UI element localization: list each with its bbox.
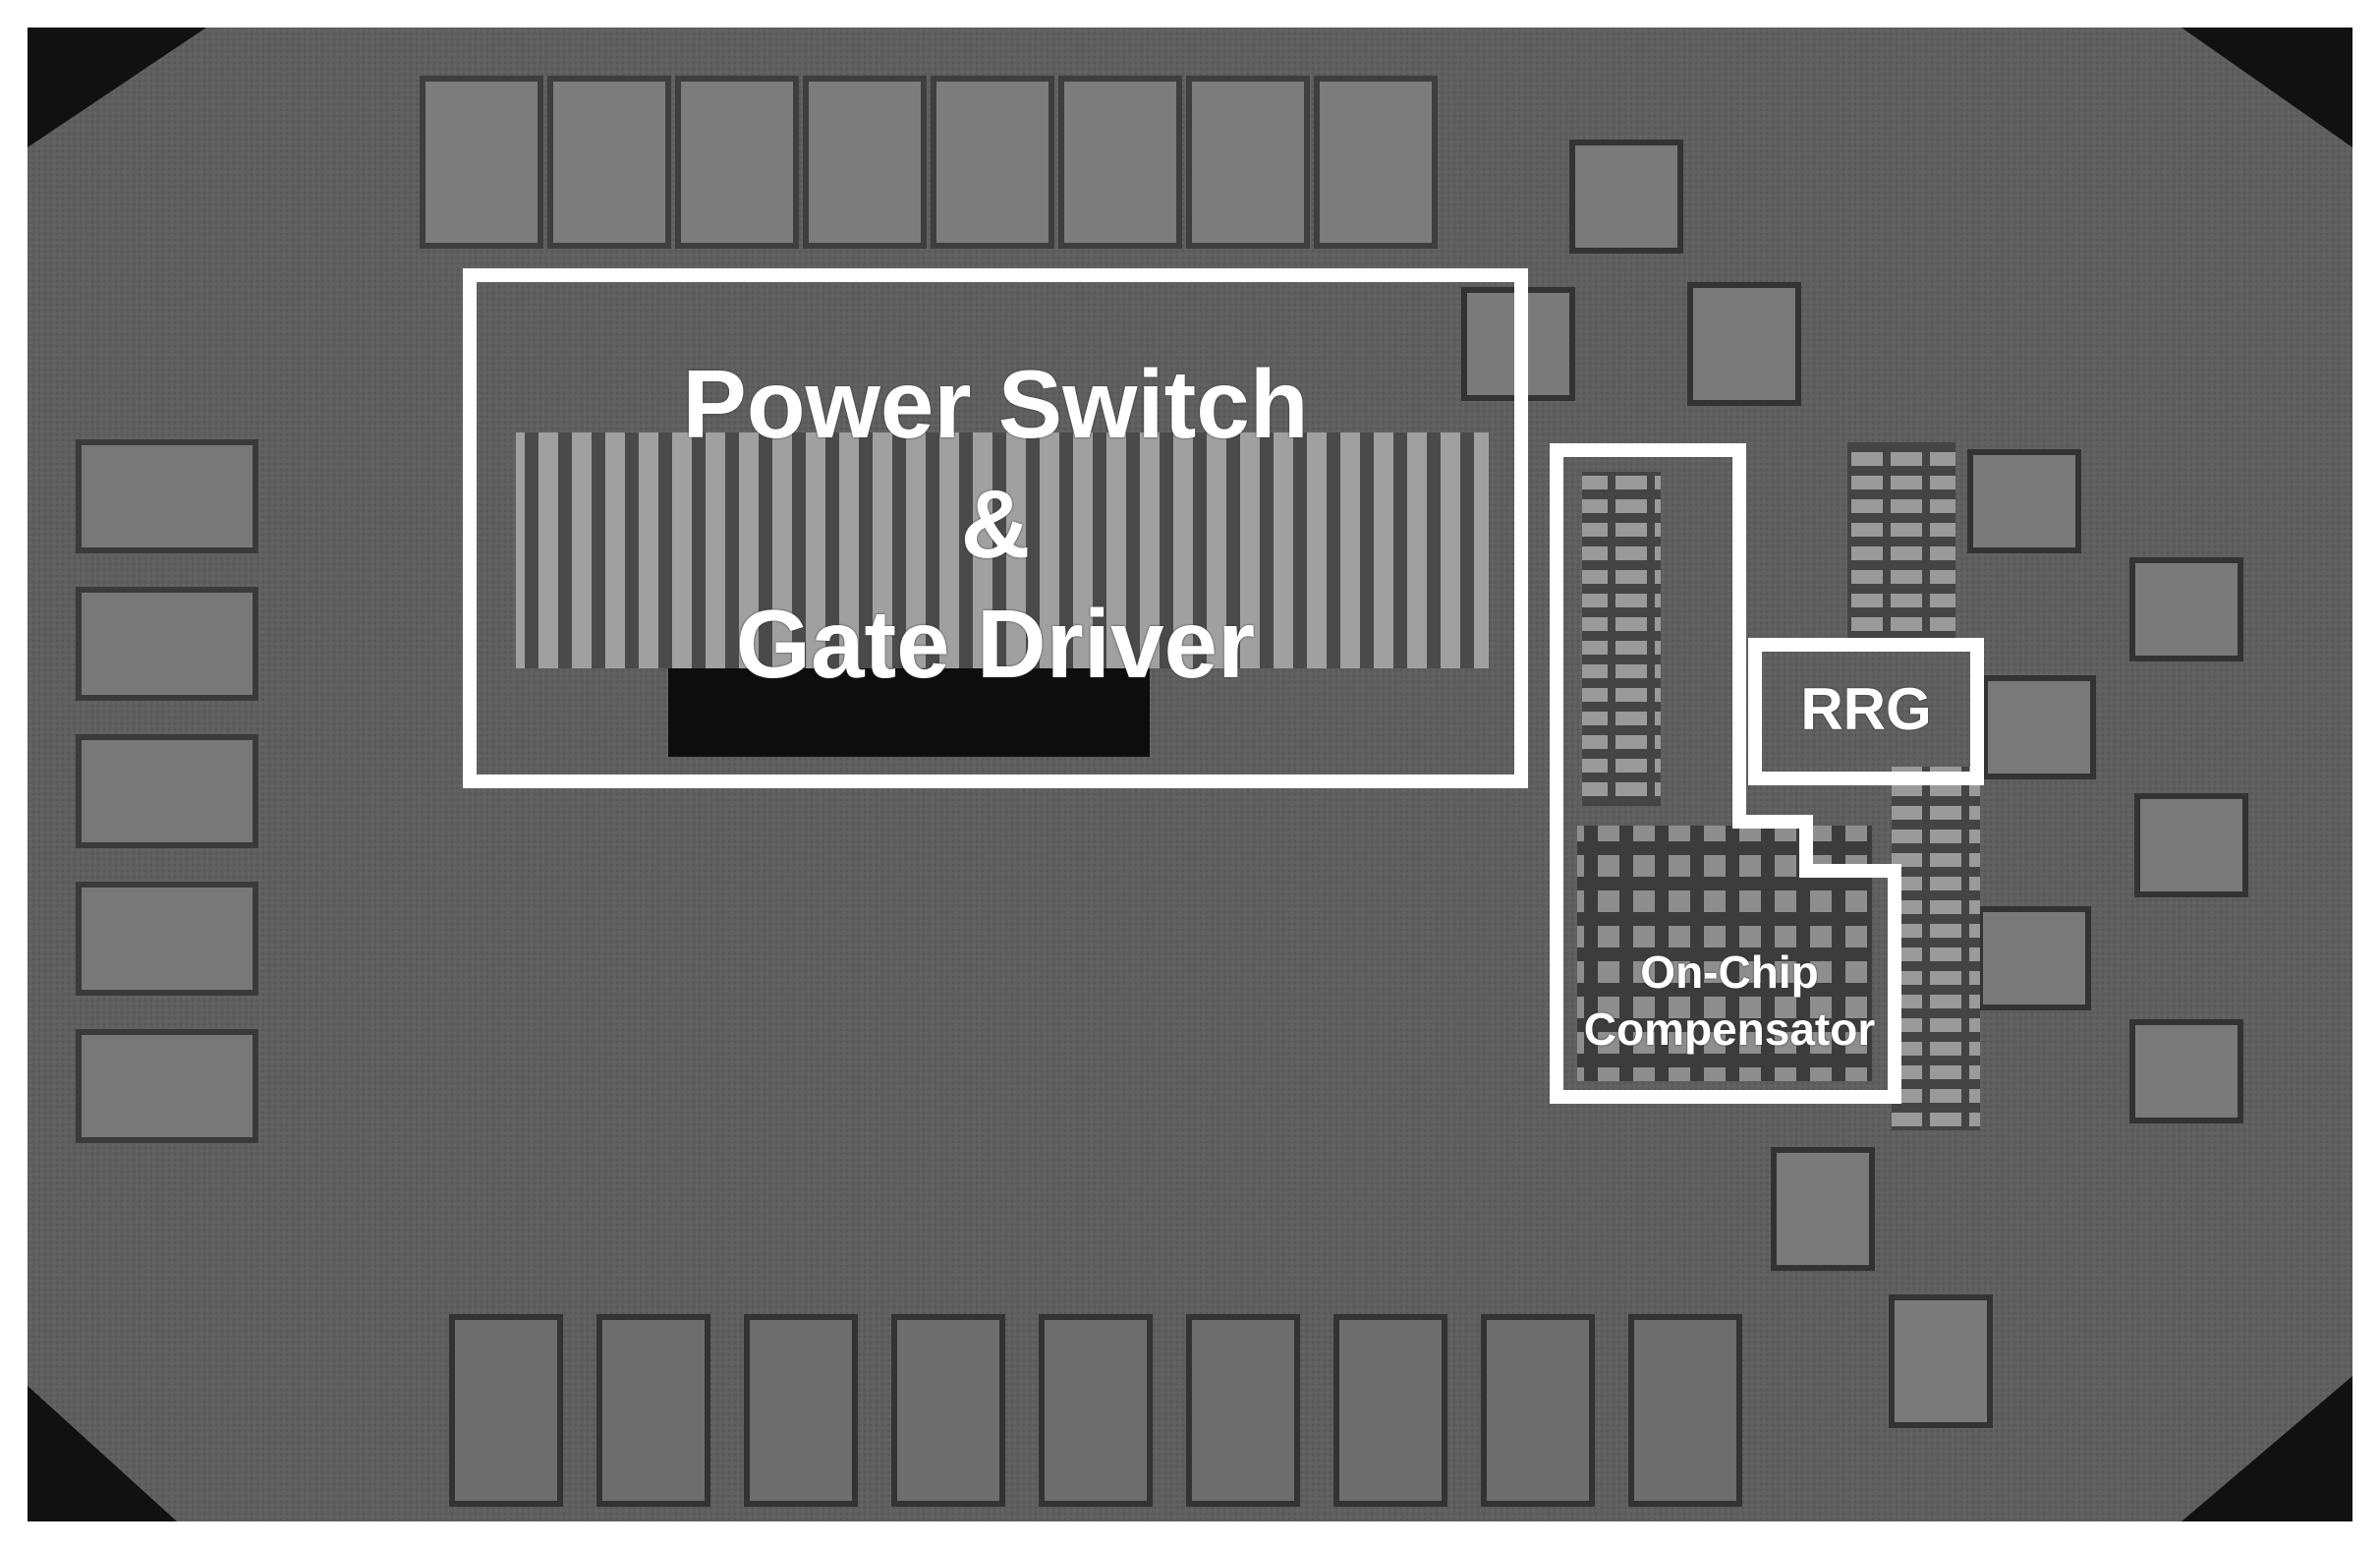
power-switch-label-line1: Power Switch	[682, 350, 1309, 458]
ladder-column-2	[1892, 767, 1980, 1130]
gate-driver-dark-block	[668, 668, 1150, 757]
power-switch-label-line2: &	[960, 470, 1031, 578]
compensator-label: On-Chip Compensator	[1562, 944, 1897, 1058]
power-finger-array	[516, 432, 1489, 668]
corner-top-right	[2182, 28, 2352, 147]
compensator-left-strip	[1582, 472, 1661, 806]
corner-top-left	[28, 28, 206, 147]
rrg-label: RRG	[1800, 676, 1932, 742]
power-switch-outline	[463, 268, 1528, 788]
left-pad-column	[76, 439, 258, 1143]
ladder-column-1	[1847, 442, 1955, 639]
corner-bottom-right	[2182, 1376, 2352, 1521]
compensator-outline	[1550, 443, 1901, 1104]
right-small-pads	[1461, 140, 2248, 1428]
power-switch-label-line3: Gate Driver	[735, 590, 1256, 698]
bottom-pad-row	[449, 1314, 1742, 1507]
top-pad-row	[420, 76, 1438, 249]
power-switch-gate-driver-label: Power Switch & Gate Driver	[470, 344, 1521, 704]
rrg-outline	[1748, 638, 1984, 785]
compensator-label-line1: On-Chip	[1640, 947, 1819, 998]
compensator-label-line2: Compensator	[1583, 1004, 1876, 1055]
corner-bottom-left	[28, 1386, 177, 1521]
